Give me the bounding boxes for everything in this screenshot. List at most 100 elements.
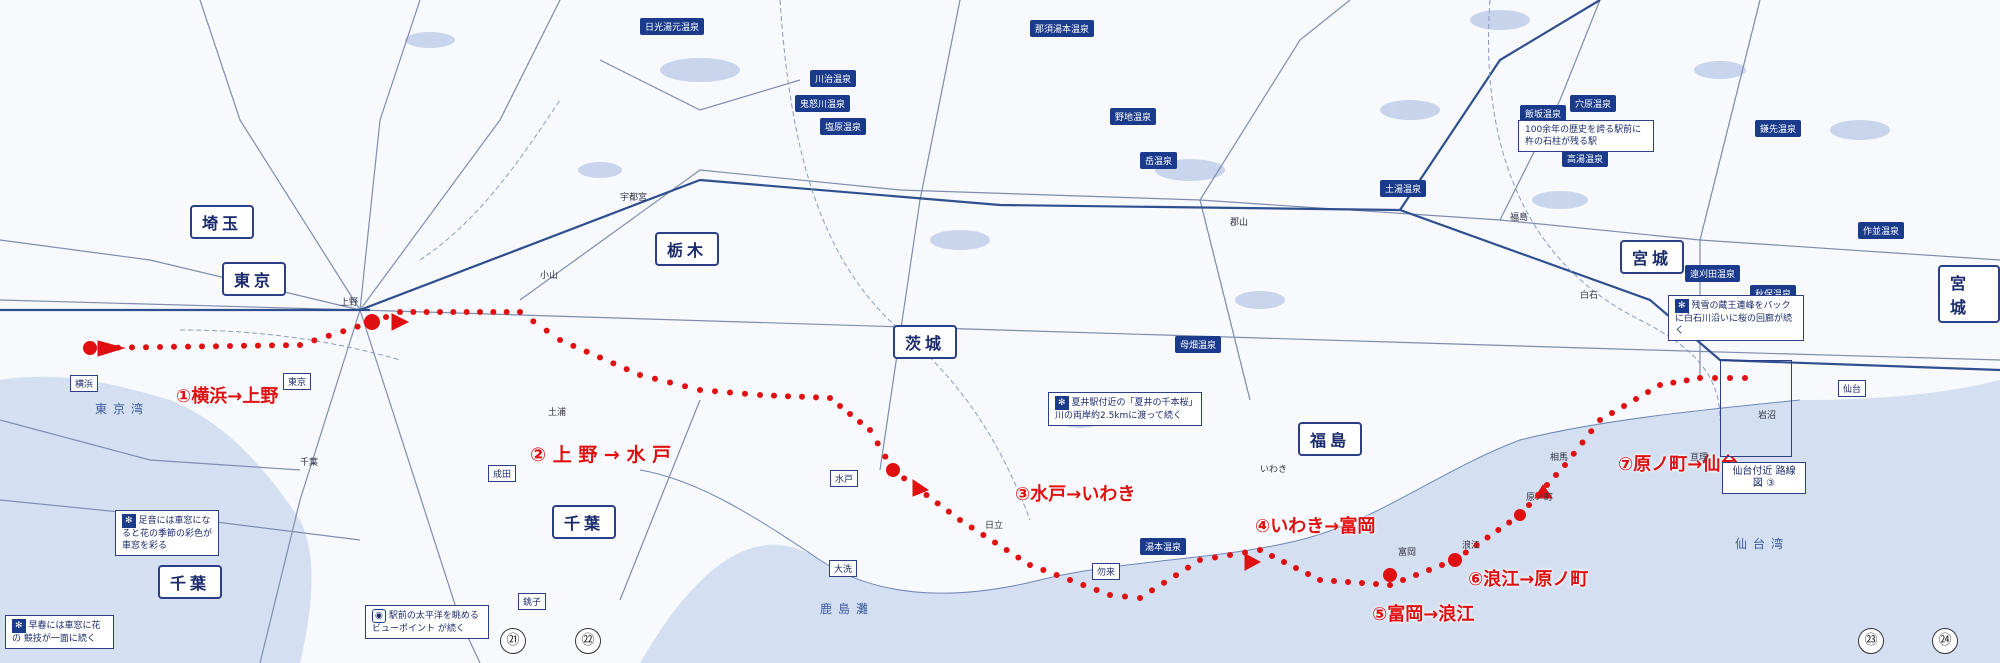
route-dot [992, 539, 998, 546]
route-dot [827, 395, 833, 401]
onsen-label: 日光湯元温泉 [640, 18, 705, 35]
route-arrow-5 [1534, 484, 1553, 499]
route-label-6: ⑥浪江→原ノ町 [1468, 569, 1589, 590]
mountains [405, 10, 1890, 428]
station-haranomachi [1514, 509, 1526, 521]
route-dot [283, 342, 289, 349]
route-dot [1462, 549, 1469, 556]
route-dot [1426, 567, 1432, 573]
route-dot [1093, 587, 1100, 593]
route-dot [1484, 534, 1491, 541]
route-dot [1331, 578, 1337, 584]
pref-label-ibaraki: 茨城 [893, 325, 958, 359]
route-dot [570, 342, 577, 349]
onsen-label: 作並温泉 [1858, 222, 1905, 239]
route-dot [945, 508, 952, 515]
station-yokohama [83, 341, 97, 355]
station-ueno [364, 314, 380, 330]
page-number: ㉓ [1858, 628, 1884, 654]
route-label-3: ③水戸→いわき [1015, 484, 1136, 505]
route-dot [269, 342, 275, 349]
route-dot [227, 343, 233, 349]
route-arrow-1 [97, 340, 126, 357]
note-box: ✻夏井駅付近の「夏井の千本桜」川の両岸約2.5kmに渡って続く [1048, 392, 1202, 426]
place-label: 千葉 [300, 458, 319, 468]
route-arrow-2 [391, 313, 410, 331]
place-label: 浪江 [1462, 541, 1481, 551]
route-dot [1621, 403, 1627, 409]
route-dot [813, 394, 819, 401]
route-dot [437, 309, 443, 315]
note-text: 早春には車窓に花の 競技が一面に続く [12, 621, 101, 644]
note-text: 夏井駅付近の「夏井の千本桜」川の両岸約2.5kmに渡って続く [1055, 398, 1194, 421]
inset-frame [1720, 360, 1792, 457]
route-dot [1269, 553, 1275, 559]
note-box: ✻残雪の蔵王連峰をバックに白石川沿いに桜の回廊が続く [1668, 295, 1804, 341]
page-number: ㉒ [575, 628, 601, 654]
route-dot [1305, 571, 1311, 577]
route-dot [1359, 580, 1365, 586]
route-dot [1597, 417, 1603, 423]
note-text: 100余年の歴史を誇る駅前に杵の石柱が残る駅 [1525, 125, 1642, 147]
note-box: 100余年の歴史を誇る駅前に杵の石柱が残る駅 [1518, 120, 1654, 152]
route-dot [934, 500, 941, 507]
note-text: 足音には車窓になると花の季節の彩色が車窓を彩る [122, 516, 213, 551]
place-label: 小山 [540, 271, 559, 281]
place-label: 土浦 [548, 408, 567, 418]
route-dot [1185, 564, 1191, 571]
pref-label-tochigi: 栃木 [655, 232, 720, 266]
pref-label-miyagi: 宮城 [1620, 240, 1685, 274]
pref-borders [179, 0, 1721, 521]
route-dot [1570, 450, 1577, 457]
place-label: 岩沼 [1758, 411, 1777, 421]
place-label: 銚子 [518, 593, 547, 610]
route-label-5: ⑤富岡→浪江 [1372, 604, 1475, 625]
route-dot [610, 360, 617, 367]
route-dot [1067, 577, 1073, 583]
note-box: ✻早春には車窓に花の 競技が一面に続く [5, 615, 114, 649]
camera-icon: ◉ [372, 609, 386, 623]
route-dot [957, 517, 963, 523]
route-dot [1495, 527, 1502, 533]
route-dot [1387, 582, 1393, 588]
route-dot [652, 375, 658, 382]
place-label: いわき [1260, 465, 1288, 475]
pref-label-fukushima: 福島 [1298, 422, 1363, 456]
place-label: 成田 [488, 465, 517, 482]
route-dot [1212, 554, 1218, 561]
place-label: 福島 [1510, 213, 1529, 223]
place-label: 郡山 [1230, 218, 1249, 228]
route-dot [185, 343, 191, 350]
route-dot [923, 492, 930, 498]
route-dot [1727, 375, 1733, 381]
route-dot [1633, 396, 1639, 402]
place-label: 東京 [283, 373, 312, 390]
route-dot [1015, 554, 1022, 561]
route-dot [867, 427, 873, 433]
route-dot [255, 342, 261, 349]
onsen-label: 穴原温泉 [1570, 95, 1617, 112]
place-label: 宇都宮 [620, 193, 648, 203]
sea-label: 鹿島灘 [820, 602, 875, 616]
onsen-label: 高湯温泉 [1562, 150, 1609, 167]
route-dot [423, 309, 430, 315]
route-dot [543, 327, 550, 334]
route-label-4: ④いわき→富岡 [1255, 516, 1376, 537]
route-dot [882, 453, 889, 460]
station-tomioka [1383, 568, 1397, 582]
onsen-label: 野地温泉 [1110, 108, 1157, 125]
pref-label-tokyo: 東京 [222, 262, 287, 296]
route-dot [874, 440, 881, 447]
pref-label-saitama: 埼玉 [190, 205, 255, 239]
route-dot [857, 419, 863, 425]
sea-east-coast [640, 380, 2000, 663]
inset-title: 仙台付近 路線図 [1732, 466, 1796, 489]
pref-label-chiba-north: 千葉 [552, 505, 617, 539]
route-dot [410, 309, 417, 315]
route-dot [1588, 428, 1595, 435]
route-dot [980, 532, 987, 538]
sakura-icon: ✻ [122, 514, 136, 528]
route-arrow-4 [1244, 553, 1262, 571]
route-dot [199, 343, 205, 350]
